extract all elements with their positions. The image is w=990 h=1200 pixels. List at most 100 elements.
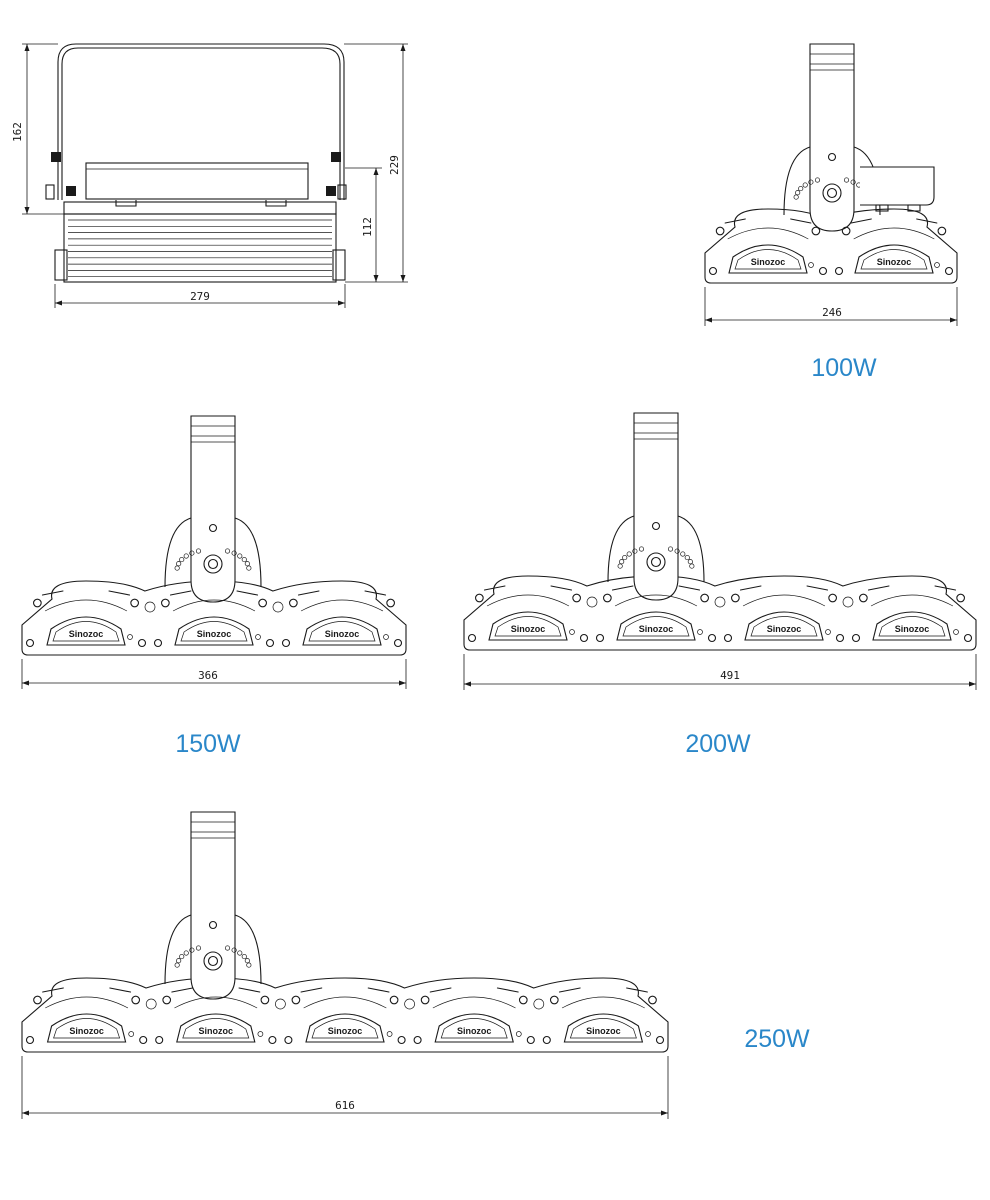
housing-outline <box>463 575 977 651</box>
led-module: Sinozoc <box>834 218 954 276</box>
module-ridge <box>432 996 516 1009</box>
brand-logo: Sinozoc <box>69 1026 104 1036</box>
adjust-slot <box>916 218 938 224</box>
width-dimension <box>704 287 958 326</box>
width-dimension <box>463 654 977 690</box>
brand-logo: Sinozoc <box>199 1026 234 1036</box>
screw <box>811 226 821 236</box>
adjust-slot <box>483 585 506 591</box>
mount-arm <box>190 811 236 1000</box>
adjust-hole <box>619 559 625 565</box>
hub-plate <box>164 517 192 588</box>
brand-logo: Sinozoc <box>586 1026 621 1036</box>
adjust-hole <box>183 553 189 559</box>
adjust-hole <box>638 546 645 552</box>
adjust-hole <box>808 179 814 185</box>
pivot-bolt <box>646 552 666 572</box>
side-body-height-label: 112 <box>361 217 374 237</box>
adjust-hole <box>244 958 250 964</box>
brand-logo: Sinozoc <box>69 629 104 639</box>
adjust-slot <box>611 585 634 591</box>
side-bracket-height-label: 162 <box>11 122 24 142</box>
lens <box>872 611 952 641</box>
module-ridge <box>486 594 570 607</box>
adjust-slot <box>626 987 648 993</box>
adjust-hole <box>237 950 243 956</box>
upper-bolt <box>651 521 661 531</box>
led-module: Sinozoc <box>542 987 665 1045</box>
side-view-fins <box>68 219 332 278</box>
upper-bolt <box>208 920 218 930</box>
module-ridge <box>300 599 384 612</box>
adjust-hole <box>244 561 250 567</box>
lock-bolt <box>127 634 133 640</box>
module-ridge <box>561 996 645 1009</box>
screw <box>475 593 484 603</box>
adjust-slot <box>739 585 762 591</box>
led-module: Sinozoc <box>153 590 284 648</box>
lock-bolt <box>569 629 575 635</box>
screw <box>131 995 141 1005</box>
brand-logo: Sinozoc <box>457 1026 492 1036</box>
adjust-slot <box>297 590 320 596</box>
adjust-slot <box>550 585 573 591</box>
adjust-slot <box>934 585 957 591</box>
vent-hole <box>144 601 156 613</box>
module-ridge <box>727 227 809 240</box>
adjust-hole <box>179 954 185 960</box>
width-dimension <box>21 1056 669 1119</box>
led-module: Sinozoc <box>708 218 828 276</box>
brand-logo: Sinozoc <box>328 1026 363 1036</box>
adjust-slot <box>806 585 829 591</box>
side-total-height-label: 229 <box>388 155 401 175</box>
adjust-slot <box>41 590 64 596</box>
adjust-hole <box>626 551 632 557</box>
screw <box>258 598 267 608</box>
side-width-label: 279 <box>190 290 210 303</box>
adjust-slot <box>558 987 581 993</box>
screw <box>268 1035 277 1045</box>
pivot-bolt <box>203 951 223 971</box>
adjust-hole <box>224 548 231 554</box>
brand-logo: Sinozoc <box>895 624 930 634</box>
lock-bolt <box>825 629 831 635</box>
adjust-slot <box>169 590 192 596</box>
adjust-hole <box>680 551 686 557</box>
screw <box>25 638 35 648</box>
adjust-hole <box>814 177 821 183</box>
mount-arm <box>633 412 679 601</box>
screw <box>818 266 828 276</box>
vent-hole <box>842 596 854 608</box>
adjust-hole <box>684 555 690 561</box>
screw <box>708 266 718 276</box>
lock-bolt <box>128 1031 135 1037</box>
adjust-hole <box>183 950 189 956</box>
module-ridge <box>172 599 256 612</box>
adjust-hole <box>850 179 856 185</box>
screw <box>33 995 42 1005</box>
hub-plate <box>677 515 705 583</box>
screw <box>937 226 947 236</box>
adjust-slot <box>724 218 746 224</box>
upper-bolt <box>208 523 218 533</box>
screw <box>542 1035 551 1045</box>
screw <box>700 593 709 603</box>
watt-label-250w: 250W <box>744 1025 810 1053</box>
lens <box>488 611 568 641</box>
adjust-hole <box>241 557 247 563</box>
adjust-hole <box>793 194 799 200</box>
screw <box>155 1035 164 1045</box>
width-label-150w: 366 <box>198 669 218 682</box>
screw <box>549 995 559 1005</box>
screw <box>715 226 725 236</box>
lock-bolt <box>808 262 814 268</box>
screw <box>731 593 740 603</box>
adjust-slot <box>171 987 194 993</box>
pivot-bolt <box>203 554 223 574</box>
vent-hole <box>145 998 157 1010</box>
adjust-hole <box>189 947 195 953</box>
screw <box>655 1035 665 1045</box>
side-view <box>45 43 347 283</box>
lock-bolt <box>255 634 261 640</box>
